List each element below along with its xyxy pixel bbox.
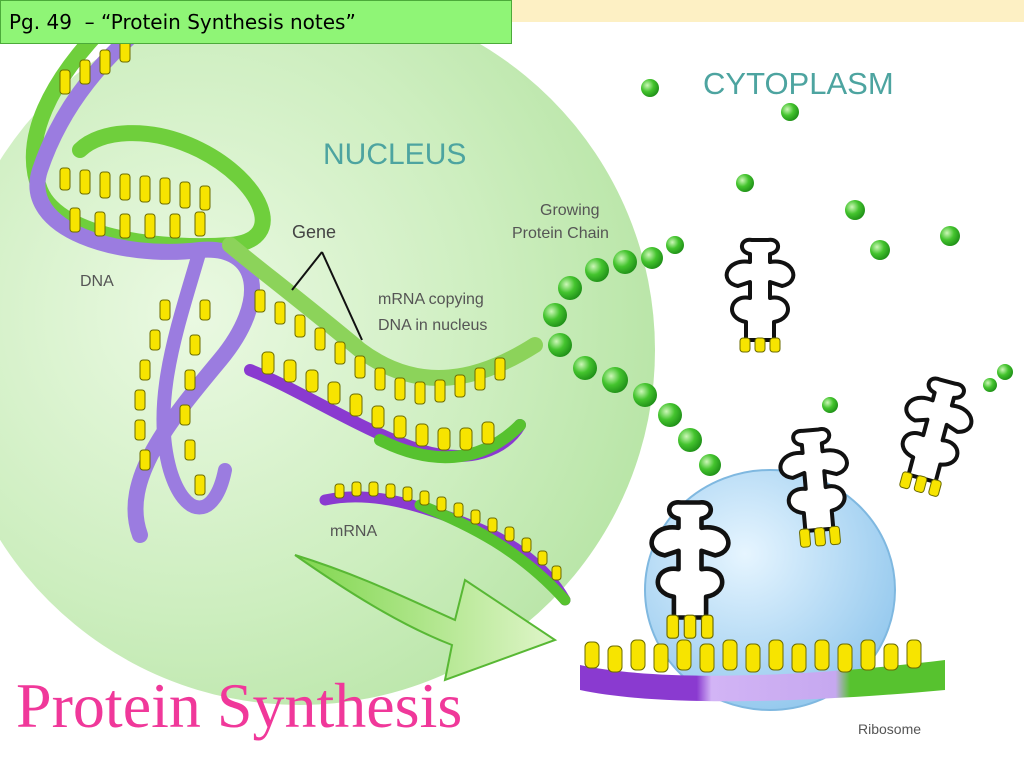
- mrna-copy-strand: [244, 351, 526, 464]
- trna-3: [778, 427, 849, 548]
- dna-label: DNA: [80, 273, 114, 290]
- mrna-label: mRNA: [330, 523, 377, 540]
- trna-4: [649, 500, 731, 639]
- gene-label: Gene: [292, 222, 336, 242]
- trna-molecules: [649, 237, 974, 639]
- mrna-copying-label-line2: DNA in nucleus: [378, 317, 487, 334]
- amino-acids: [543, 79, 1013, 476]
- dna-helix: [25, 12, 543, 543]
- ribosome-mrna: [580, 639, 945, 702]
- ribosome-label: Ribosome: [858, 721, 921, 737]
- trna-2: [899, 376, 974, 497]
- gene-pointer: [291, 251, 363, 341]
- growing-label-line2: Protein Chain: [512, 225, 609, 242]
- trna-1: [724, 237, 796, 353]
- cytoplasm-label: CYTOPLASM: [703, 66, 894, 101]
- nucleus-label: NUCLEUS: [323, 138, 466, 171]
- transport-arrow: [294, 554, 558, 682]
- page-header: Pg. 49 – “Protein Synthesis notes”: [0, 0, 512, 44]
- slide-title: Protein Synthesis: [16, 670, 463, 741]
- growing-label-line1: Growing: [540, 202, 600, 219]
- mrna-copying-label-line1: mRNA copying: [378, 291, 484, 308]
- mrna-strand: [319, 481, 571, 606]
